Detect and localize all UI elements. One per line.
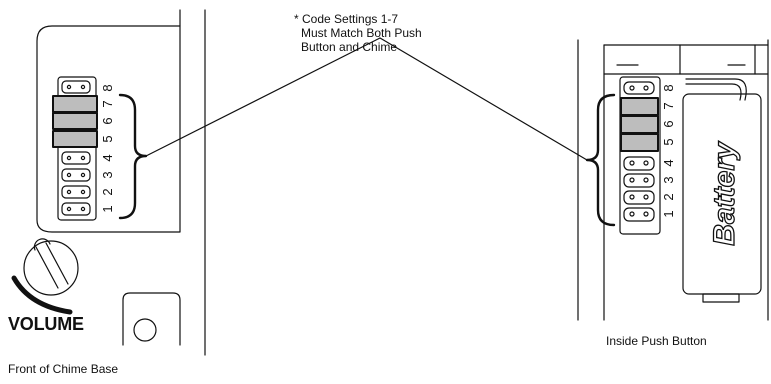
push-button-caption: Inside Push Button bbox=[606, 334, 707, 348]
screw-hole bbox=[133, 318, 157, 342]
push-button-brace bbox=[585, 93, 616, 227]
pb-num-5: 5 bbox=[661, 138, 676, 145]
note-line-1: * Code Settings 1-7 bbox=[294, 12, 399, 26]
chime-base-housing bbox=[36, 9, 206, 356]
pb-num-3: 3 bbox=[661, 176, 676, 183]
chime-switch-2 bbox=[61, 185, 91, 199]
push-button-housing bbox=[577, 39, 769, 321]
pb-switch-6 bbox=[620, 115, 659, 134]
pb-num-1: 1 bbox=[661, 210, 676, 217]
pb-switch-5 bbox=[620, 133, 659, 152]
push-button-dip-switch-block bbox=[619, 76, 661, 235]
pb-switch-1 bbox=[623, 207, 655, 222]
chime-num-4: 4 bbox=[100, 154, 115, 161]
chime-num-1: 1 bbox=[100, 205, 115, 212]
chime-base-caption: Front of Chime Base bbox=[8, 362, 119, 376]
volume-label: VOLUME bbox=[8, 314, 84, 334]
chime-switch-7 bbox=[52, 95, 98, 113]
chime-switch-4 bbox=[61, 151, 91, 165]
pb-num-2: 2 bbox=[661, 193, 676, 200]
chime-num-5: 5 bbox=[100, 135, 115, 142]
chime-switch-numbers: 8 7 6 5 4 3 2 1 bbox=[100, 84, 115, 212]
pb-num-8: 8 bbox=[661, 84, 676, 91]
battery bbox=[682, 78, 762, 303]
pb-switch-7 bbox=[620, 97, 659, 116]
pb-switch-8 bbox=[623, 81, 655, 95]
volume-arc bbox=[11, 275, 73, 315]
volume-knob[interactable] bbox=[23, 238, 79, 296]
chime-switch-8 bbox=[61, 80, 91, 94]
chime-num-8: 8 bbox=[100, 84, 115, 91]
leader-line-push-button bbox=[379, 37, 588, 161]
pb-switch-4 bbox=[623, 156, 655, 171]
pb-num-6: 6 bbox=[661, 120, 676, 127]
chime-num-6: 6 bbox=[100, 117, 115, 124]
chime-switch-6 bbox=[52, 112, 98, 130]
note-line-2: Must Match Both Push bbox=[301, 26, 422, 40]
chime-switch-1 bbox=[61, 202, 91, 216]
push-button-switch-numbers: 8 7 6 5 4 3 2 1 bbox=[661, 84, 676, 217]
chime-num-2: 2 bbox=[100, 188, 115, 195]
note-line-3: Button and Chime bbox=[301, 40, 398, 54]
code-settings-note: * Code Settings 1-7 Must Match Both Push… bbox=[294, 12, 494, 54]
chime-brace bbox=[118, 93, 148, 220]
chime-dip-switch-block bbox=[52, 76, 98, 221]
chime-num-3: 3 bbox=[100, 171, 115, 178]
pb-num-7: 7 bbox=[661, 102, 676, 109]
leader-line-chime bbox=[145, 37, 381, 157]
battery-label: Battery bbox=[708, 141, 741, 246]
pb-switch-2 bbox=[623, 190, 655, 205]
pb-switch-3 bbox=[623, 173, 655, 188]
chime-num-7: 7 bbox=[100, 100, 115, 107]
chime-switch-3 bbox=[61, 168, 91, 182]
chime-switch-5 bbox=[52, 130, 98, 148]
pb-num-4: 4 bbox=[661, 159, 676, 166]
